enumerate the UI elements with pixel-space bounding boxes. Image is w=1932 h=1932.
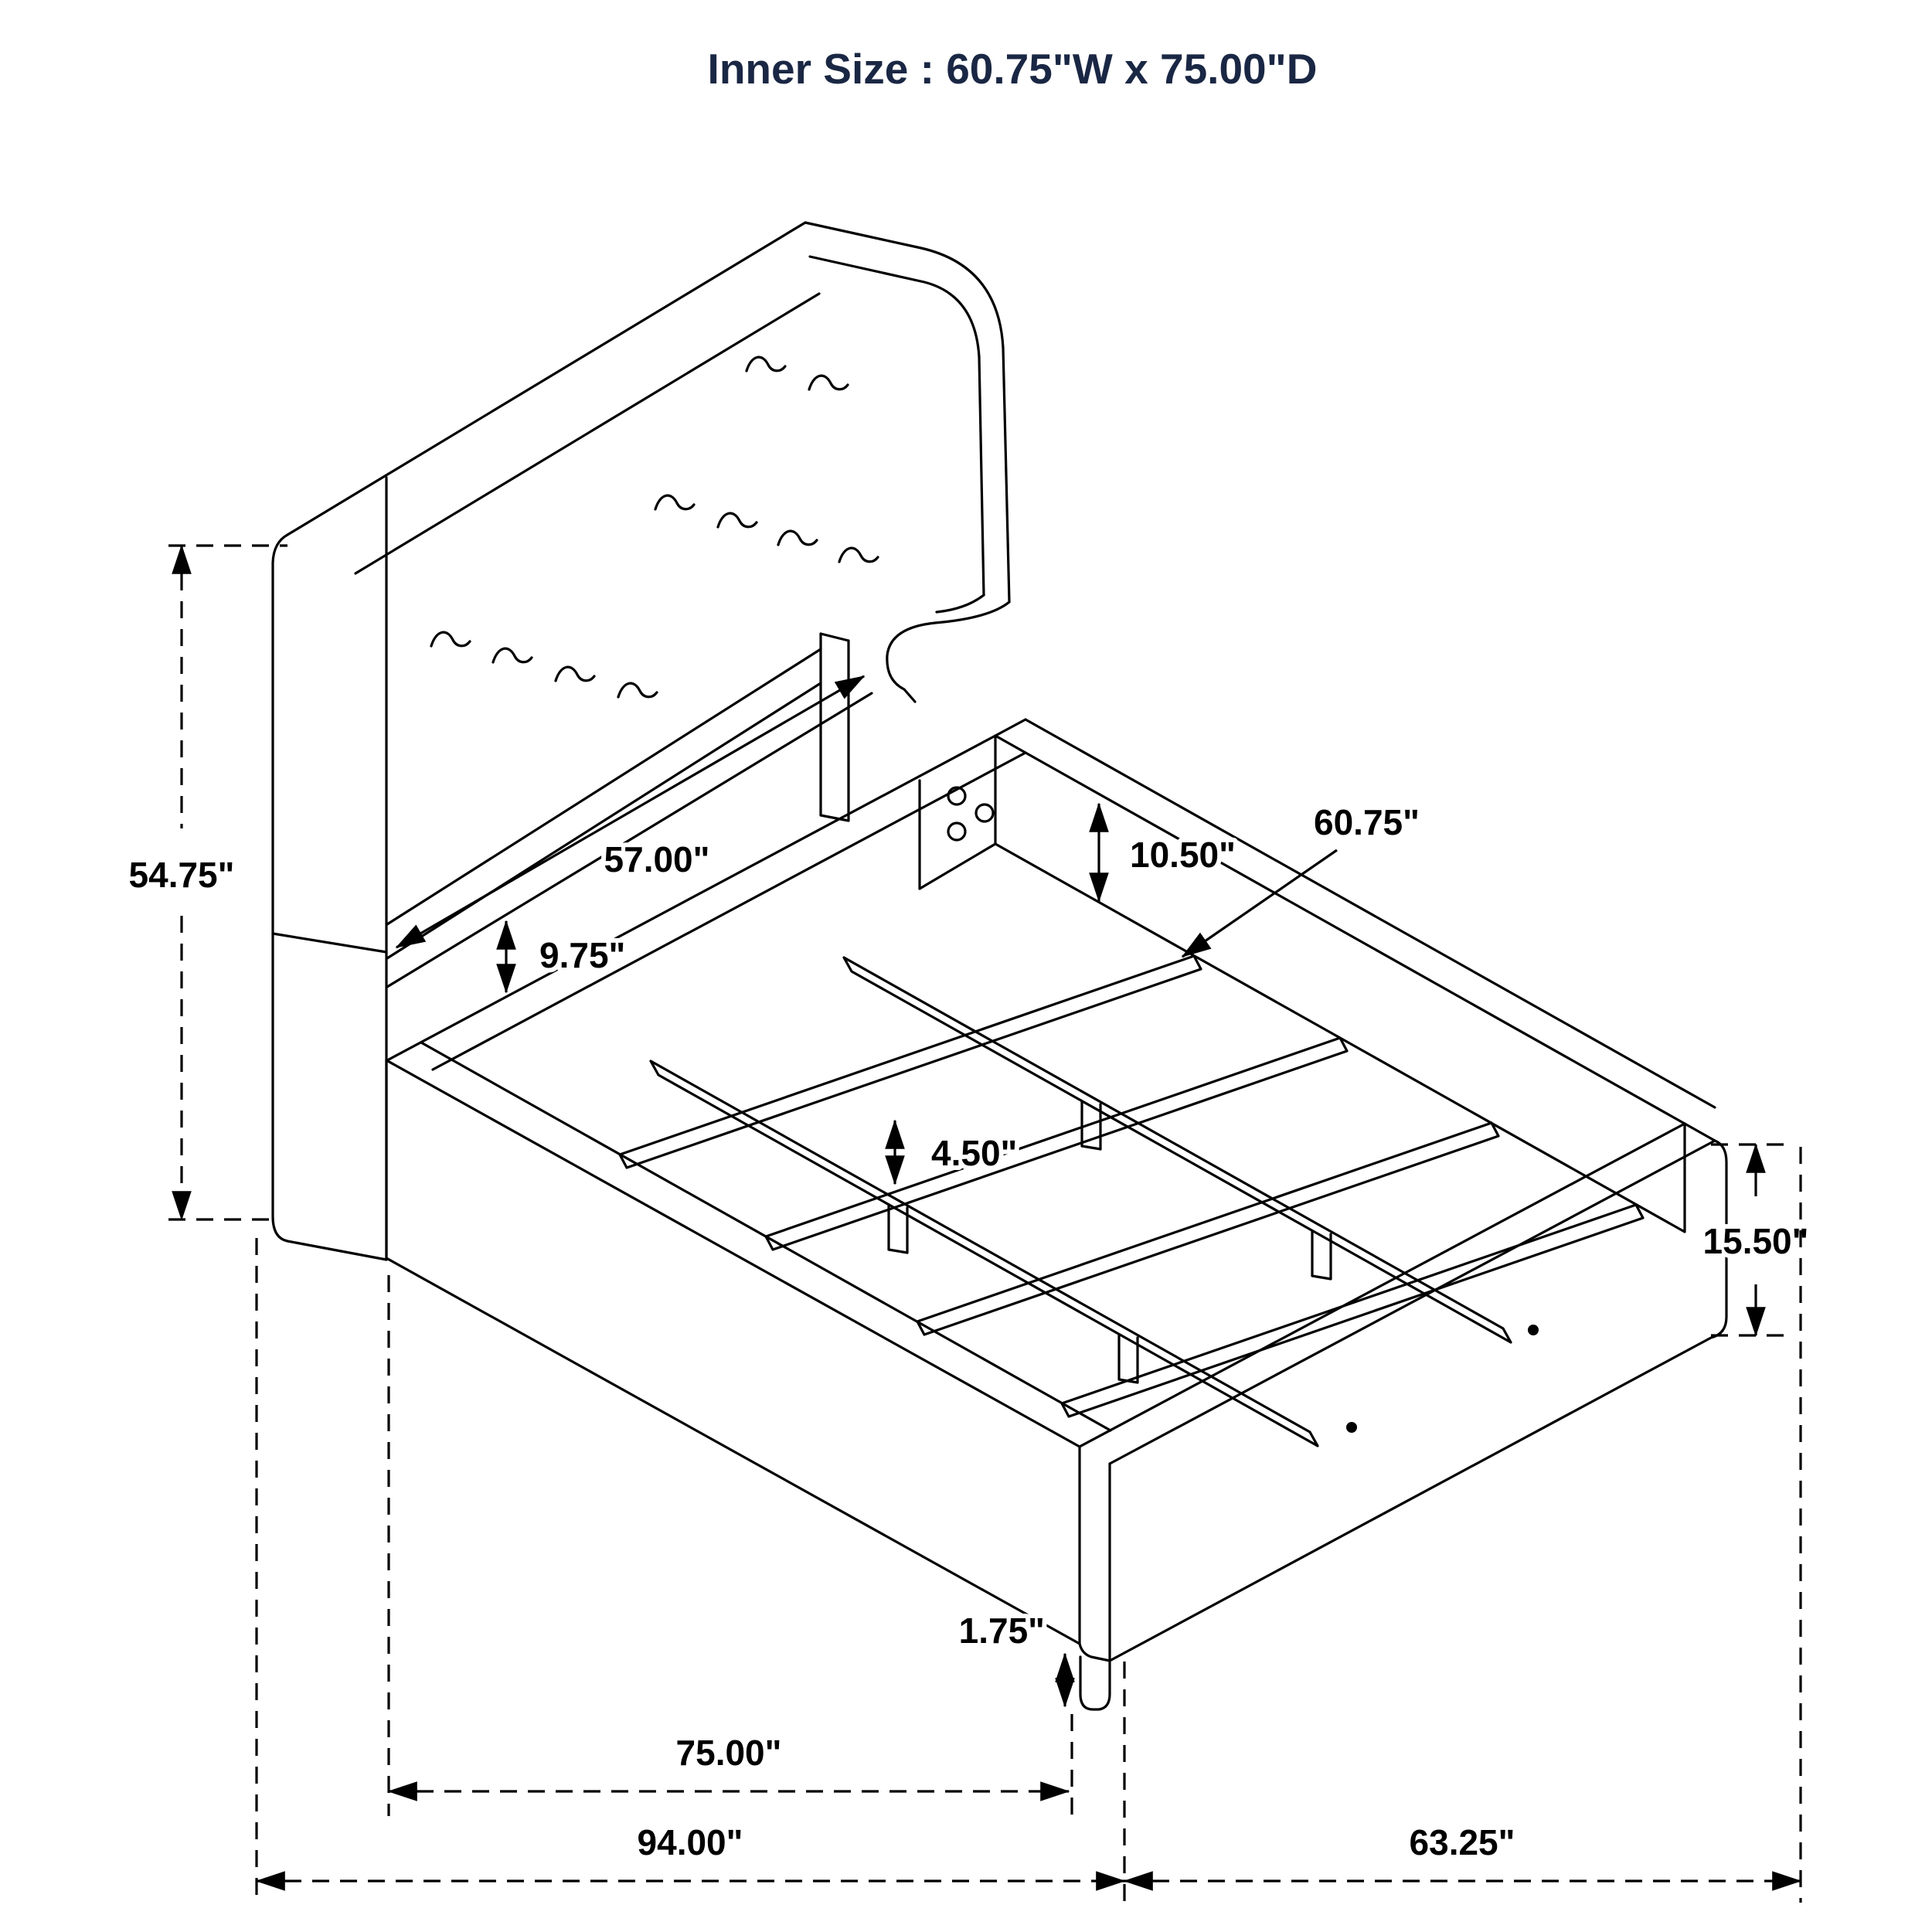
tuft-mark bbox=[554, 665, 596, 682]
tuft-mark bbox=[492, 647, 533, 664]
front-corner-leg bbox=[1079, 1655, 1111, 1711]
slat bbox=[916, 1121, 1500, 1336]
slat bbox=[764, 1036, 1349, 1251]
tuft-mark bbox=[716, 512, 758, 529]
dimension-label: 15.50" bbox=[1703, 1221, 1809, 1261]
tuft-mark bbox=[654, 494, 696, 511]
dim-base-clearance: 1.75" bbox=[954, 1606, 1075, 1708]
dim-center-leg-height: 4.50" bbox=[885, 1119, 1022, 1185]
support-rail bbox=[649, 1060, 1319, 1447]
headboard-bottom-hook bbox=[886, 600, 1011, 703]
support-leg bbox=[1080, 1100, 1102, 1151]
dimension-label: 57.00" bbox=[604, 839, 710, 879]
dimension-label: 63.25" bbox=[1410, 1822, 1515, 1862]
tuft-mark bbox=[838, 546, 879, 563]
dimension-label: 1.75" bbox=[959, 1611, 1045, 1651]
support-legs bbox=[887, 1100, 1332, 1384]
slats bbox=[618, 954, 1645, 1418]
front-corner-edge bbox=[1078, 1445, 1111, 1662]
foot-panel-outer-face bbox=[1108, 1139, 1728, 1662]
foot-panel-corner bbox=[1683, 1122, 1716, 1142]
leader-line bbox=[1181, 849, 1338, 958]
frame bbox=[385, 718, 1728, 1711]
bolt-hole bbox=[947, 786, 967, 806]
dimension-label: 94.00" bbox=[638, 1822, 743, 1862]
dimension-label: 4.50" bbox=[931, 1133, 1017, 1173]
support-rails bbox=[649, 956, 1512, 1447]
tuft-mark bbox=[777, 529, 818, 546]
dimension-label: 75.00" bbox=[676, 1733, 782, 1773]
mounting-rail-bottom bbox=[386, 682, 822, 960]
dim-headboard-rail-gap: 9.75" bbox=[496, 920, 630, 994]
tuft-mark bbox=[430, 631, 471, 648]
slat bbox=[1060, 1203, 1645, 1418]
headboard-hook-inset bbox=[935, 594, 985, 614]
head-rail-top-edge bbox=[387, 734, 997, 1061]
tuft-mark bbox=[745, 355, 787, 372]
support-leg bbox=[1311, 1230, 1332, 1281]
front-rail-top-outer-edge bbox=[385, 1059, 1081, 1448]
dim-side-rail-inner-height: 10.50" bbox=[1089, 802, 1240, 903]
tuft-mark bbox=[617, 682, 658, 699]
side-rail-inner-top-edge bbox=[994, 734, 1686, 1125]
side-rail-corner bbox=[994, 718, 1027, 737]
foot-panel-dot bbox=[1346, 1422, 1357, 1433]
head-rail-inner-face bbox=[918, 779, 997, 890]
support-leg bbox=[887, 1203, 909, 1254]
dim-support-rail-length: 57.00" bbox=[395, 675, 866, 949]
slat bbox=[618, 954, 1202, 1169]
dim-headboard-height: 54.75" bbox=[124, 544, 287, 1221]
dim-inner-depth: 75.00" bbox=[387, 1275, 1073, 1816]
dimension-label: 9.75" bbox=[539, 935, 625, 975]
foot-panel-top-inner-edge bbox=[1078, 1122, 1686, 1448]
mounting-bracket bbox=[386, 632, 995, 960]
foot-panel-top-outer-edge bbox=[1108, 1139, 1716, 1465]
headboard-right-wing-edge bbox=[804, 221, 1011, 604]
dimensions: 54.75" 57.00" 9.75" 10.50" 60.75" 4.50" bbox=[124, 544, 1813, 1903]
dim-overall-width: 63.25" bbox=[1123, 1147, 1802, 1903]
dim-frame-height: 15.50" bbox=[1699, 1143, 1813, 1337]
dimension-line bbox=[395, 675, 866, 949]
bed-drawing bbox=[271, 221, 1728, 1711]
support-rail bbox=[842, 956, 1512, 1344]
dimension-label: 10.50" bbox=[1130, 835, 1236, 875]
headboard-top-edge bbox=[286, 221, 807, 536]
mounting-rail-top bbox=[386, 648, 822, 926]
foot-panel-dot bbox=[1528, 1325, 1539, 1335]
front-rail-outer-face bbox=[385, 1059, 1081, 1645]
bracket-post bbox=[819, 632, 850, 822]
page-title: Inner Size : 60.75"W x 75.00"D bbox=[708, 45, 1318, 93]
headboard bbox=[271, 221, 1011, 1261]
left-wing-outline bbox=[271, 533, 388, 1261]
bolt-hole bbox=[975, 803, 995, 823]
left-wing-seam bbox=[271, 932, 388, 954]
headboard-edge-inset bbox=[808, 255, 985, 597]
bolt-hole bbox=[947, 821, 967, 842]
side-rail-outer-top-edge bbox=[1024, 718, 1716, 1109]
dimension-label: 54.75" bbox=[129, 855, 235, 895]
headboard-panel-inset-line bbox=[354, 292, 821, 575]
dim-slat-length: 60.75" bbox=[1181, 798, 1424, 958]
tuft-mark bbox=[808, 374, 849, 391]
dim-overall-depth: 94.00" bbox=[255, 1238, 1126, 1903]
dimension-label: 60.75" bbox=[1314, 802, 1420, 842]
head-rail-inner-edge bbox=[431, 751, 1027, 1071]
